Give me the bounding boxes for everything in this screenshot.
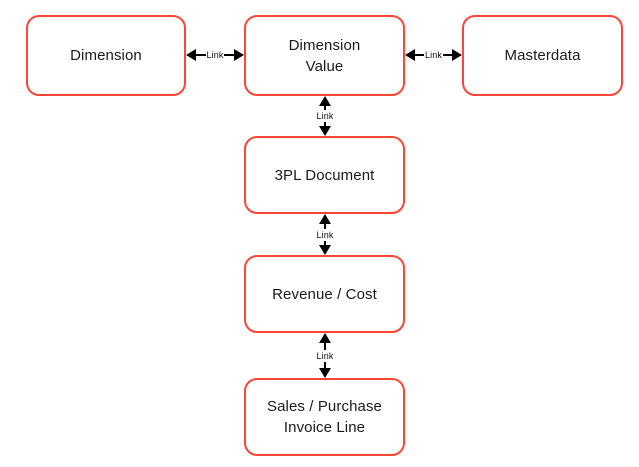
connector-shaft — [324, 122, 326, 126]
arrow-down-icon — [319, 126, 331, 136]
edge-dimension-to-dimension-value[interactable]: Link — [186, 44, 245, 66]
arrow-up-icon — [319, 214, 331, 224]
edge-3pl-document-to-revenue-cost[interactable]: Link — [304, 214, 346, 255]
arrow-up-icon — [319, 333, 331, 343]
edge-label: Link — [316, 229, 334, 240]
edge-label: Link — [206, 50, 224, 60]
node-label: Masterdata — [504, 47, 581, 64]
connector-shaft — [415, 54, 425, 56]
connector-shaft — [324, 106, 326, 110]
arrow-down-icon — [319, 245, 331, 255]
node-label: 3PL Document — [274, 166, 375, 184]
connector-shaft — [224, 54, 235, 56]
connector-shaft — [442, 54, 453, 56]
edge-label: Link — [425, 50, 442, 60]
edge-dimension-value-to-masterdata[interactable]: Link — [405, 44, 463, 66]
node-revenue-cost[interactable]: Revenue / Cost — [244, 255, 405, 333]
connector-shaft — [324, 361, 326, 368]
node-dimension[interactable]: Dimension — [26, 15, 186, 96]
edge-dimension-value-to-3pl-document[interactable]: Link — [304, 96, 346, 136]
connector-shaft — [196, 54, 206, 56]
arrow-left-icon — [405, 49, 415, 61]
arrow-right-icon — [234, 49, 245, 61]
node-label: Revenue / Cost — [272, 285, 377, 303]
arrow-left-icon — [186, 49, 196, 61]
edge-label: Link — [316, 111, 334, 121]
connector-shaft — [324, 343, 326, 350]
edge-revenue-cost-to-sales-purchase-invoice-line[interactable]: Link — [304, 333, 346, 378]
arrow-up-icon — [319, 96, 331, 106]
connector-shaft — [324, 240, 326, 245]
node-3pl-document[interactable]: 3PL Document — [244, 136, 405, 214]
node-label: Sales / Purchase Invoice Line — [267, 398, 382, 436]
node-sales-purchase-invoice-line[interactable]: Sales / Purchase Invoice Line — [244, 378, 405, 456]
node-dimension-value[interactable]: Dimension Value — [244, 15, 405, 96]
connector-shaft — [324, 224, 326, 229]
edge-label: Link — [316, 350, 334, 361]
node-label: Dimension Value — [288, 36, 361, 75]
arrow-down-icon — [319, 368, 331, 378]
arrow-right-icon — [452, 49, 463, 61]
node-masterdata[interactable]: Masterdata — [462, 15, 623, 96]
node-label: Dimension — [70, 47, 142, 64]
